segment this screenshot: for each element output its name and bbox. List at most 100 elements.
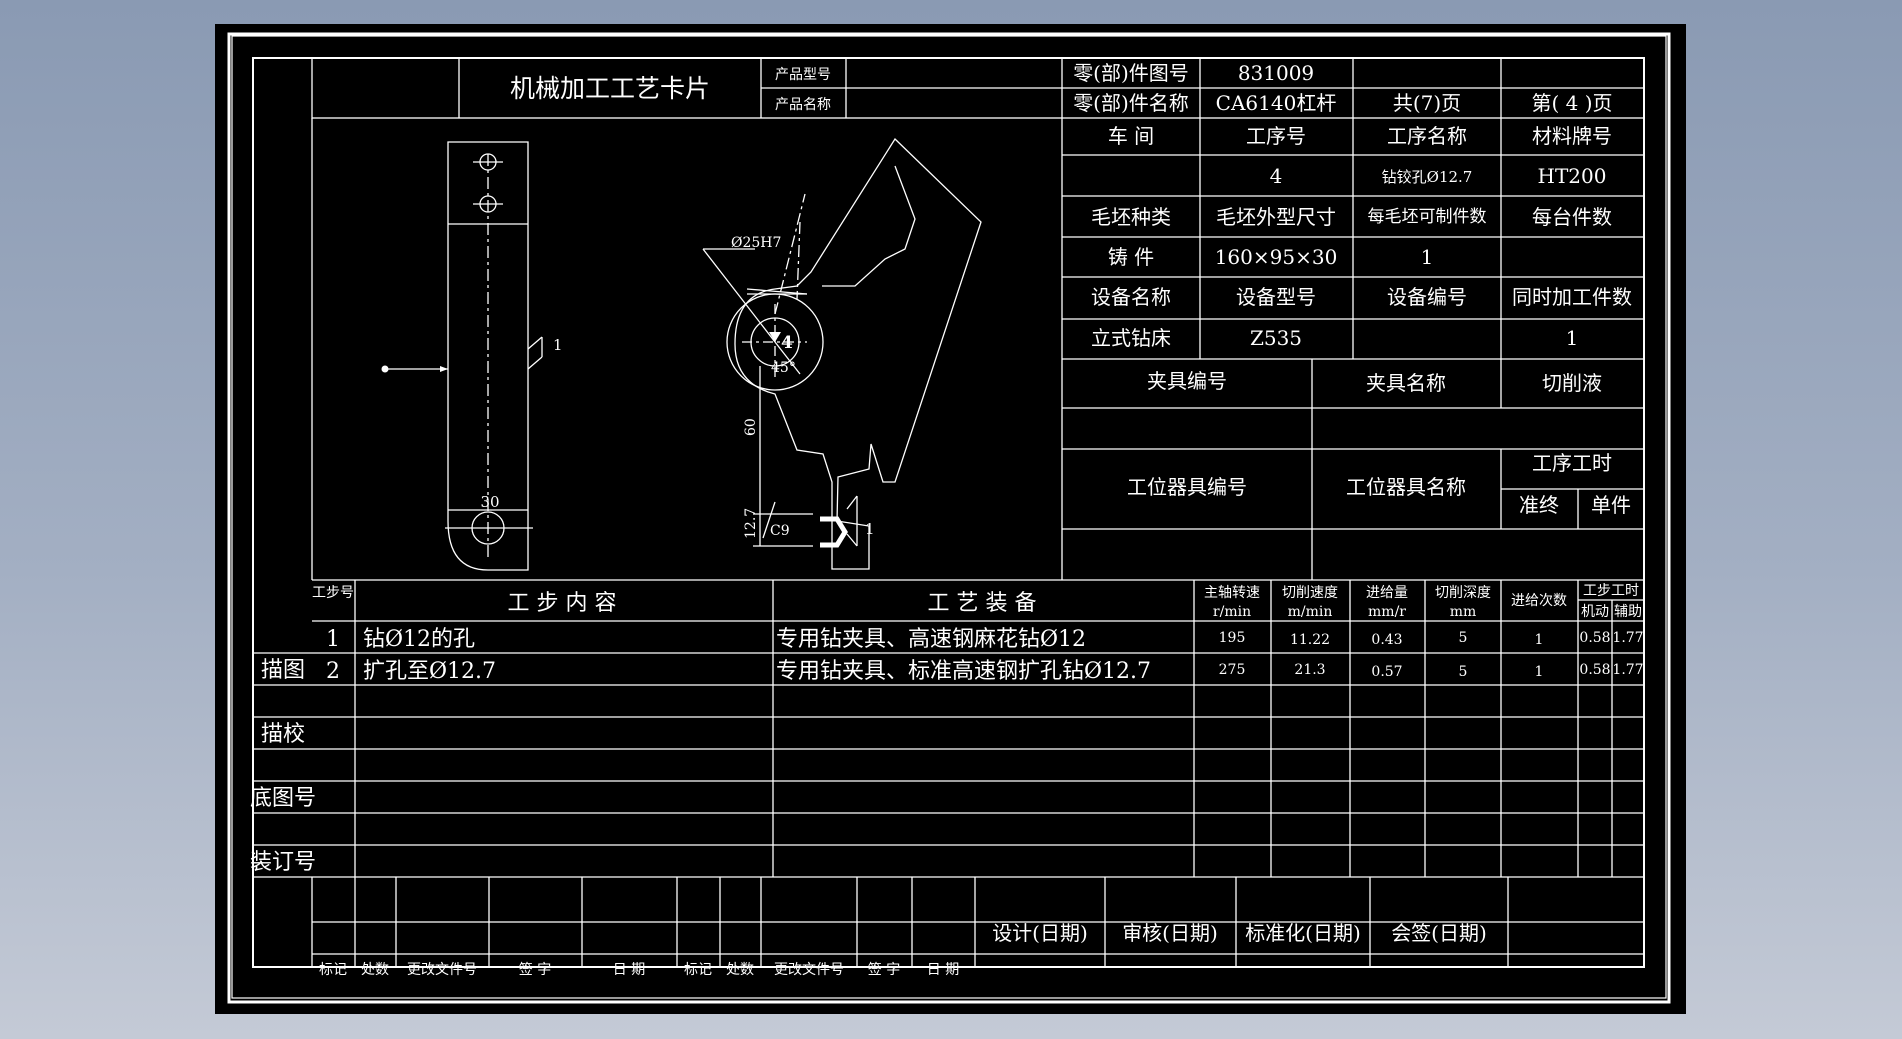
table-row: 2 扩孔至Ø12.7 专用钻夹具、标准高速钢扩孔钻Ø12.7 275 21.3 …	[326, 659, 1644, 684]
op-name: 钻铰孔Ø12.7	[1382, 168, 1473, 186]
dim-12-7: 12.7	[743, 508, 759, 539]
blank-size: 160×95×30	[1215, 245, 1338, 269]
signoff-change-doc-2: 更改文件号	[774, 962, 844, 978]
row-aux-time: 1.77	[1612, 662, 1643, 678]
simul-label: 同时加工件数	[1512, 285, 1632, 309]
product-name-label: 产品名称	[775, 97, 831, 113]
hdr-cut-speed: 切削速度	[1282, 585, 1338, 601]
hdr-machine-time: 机动	[1581, 604, 1609, 620]
row-speed: 195	[1219, 630, 1246, 646]
hdr-spindle-speed: 主轴转速	[1204, 585, 1260, 601]
card-title: 机械加工工艺卡片	[510, 74, 710, 103]
row-speed: 275	[1219, 662, 1246, 678]
op-no-label: 工序号	[1246, 124, 1306, 148]
fixture-name-label: 夹具名称	[1366, 371, 1446, 395]
row-depth: 5	[1459, 664, 1468, 680]
row-aux-time: 1.77	[1612, 630, 1643, 646]
hdr-equipment: 工 艺 装 备	[928, 591, 1037, 616]
signoff-places-1: 处数	[361, 962, 389, 978]
simul: 1	[1566, 326, 1579, 350]
part-name: CA6140杠杆	[1216, 91, 1337, 115]
per-blank-label: 每毛坯可制件数	[1368, 207, 1487, 227]
hdr-step-time: 工步工时	[1583, 583, 1639, 599]
hdr-spindle-unit: r/min	[1213, 604, 1251, 620]
side-label-binding-no: 装订号	[250, 850, 316, 875]
row-cut-speed: 11.22	[1290, 632, 1330, 648]
product-model-label: 产品型号	[775, 67, 831, 83]
side-label-check: 描校	[261, 722, 305, 747]
signoff-places-2: 处数	[726, 962, 754, 978]
grid-lines	[253, 57, 1645, 967]
center-arrow	[769, 332, 781, 342]
per-unit-label: 每台件数	[1532, 205, 1612, 229]
hdr-feed: 进给量	[1366, 585, 1408, 601]
signoff-review: 审核(日期)	[1122, 921, 1218, 945]
roughness-2: 1	[865, 520, 875, 538]
hdr-step-no: 工步号	[312, 585, 354, 601]
coolant-label: 切削液	[1542, 371, 1602, 395]
row-content: 钻Ø12的孔	[363, 627, 475, 652]
row-feed: 0.43	[1371, 632, 1402, 648]
signoff-design: 设计(日期)	[992, 921, 1088, 945]
hdr-cut-speed-unit: m/min	[1288, 604, 1333, 620]
signoff-standard: 标准化(日期)	[1245, 921, 1361, 945]
row-machine-time: 0.58	[1579, 662, 1610, 678]
op-no: 4	[1270, 164, 1283, 188]
signoff-signature-2: 签 字	[868, 961, 900, 978]
cad-viewport[interactable]: 机械加工工艺卡片 产品型号 产品名称 零(部)件图号 831009 零(部)件名…	[215, 24, 1686, 1014]
row-passes: 1	[1535, 632, 1544, 648]
locating-point	[381, 365, 389, 373]
side-label-base-no: 底图号	[250, 786, 316, 811]
row-depth: 5	[1459, 630, 1468, 646]
outer-border	[227, 32, 1671, 1004]
outer-border-inner	[231, 35, 1667, 999]
side-label-trace: 描图	[261, 658, 305, 683]
op-time-label: 工序工时	[1532, 451, 1612, 475]
row-cut-speed: 21.3	[1294, 662, 1325, 678]
row-step-no: 1	[326, 627, 340, 652]
total-pages: 共(7)页	[1393, 91, 1461, 115]
arrow-mark	[440, 366, 448, 372]
signoff-signature-1: 签 字	[519, 961, 551, 978]
dim-width: 30	[480, 493, 499, 511]
prep-time-label: 准终	[1519, 493, 1559, 517]
part-front-view	[702, 137, 982, 570]
equip-name-label: 设备名称	[1091, 285, 1171, 309]
process-card-drawing: 机械加工工艺卡片 产品型号 产品名称 零(部)件图号 831009 零(部)件名…	[227, 32, 1671, 1004]
signoff-date-2: 日 期	[927, 962, 959, 978]
row-machine-time: 0.58	[1579, 630, 1610, 646]
row-step-no: 2	[326, 659, 340, 684]
part-name-label: 零(部)件名称	[1073, 91, 1189, 115]
row-equipment: 专用钻夹具、标准高速钢扩孔钻Ø12.7	[776, 659, 1151, 684]
equip-name: 立式钻床	[1091, 326, 1171, 350]
per-blank: 1	[1421, 245, 1434, 269]
signoff-change-doc-1: 更改文件号	[407, 962, 477, 978]
workshop-label: 车 间	[1108, 124, 1154, 148]
row-content: 扩孔至Ø12.7	[363, 659, 496, 684]
equip-no-label: 设备编号	[1387, 285, 1467, 309]
signoff-mark-1: 标记	[319, 962, 347, 978]
hdr-depth-unit: mm	[1450, 604, 1477, 620]
roughness-1: 1	[553, 336, 563, 354]
station-tool-name-label: 工位器具名称	[1346, 475, 1466, 499]
material-label: 材料牌号	[1532, 124, 1612, 148]
dim-60: 60	[743, 418, 759, 436]
row-feed: 0.57	[1371, 664, 1402, 680]
material: HT200	[1538, 164, 1607, 188]
blank-type: 铸 件	[1108, 245, 1154, 269]
angle-45: 45°	[771, 360, 796, 376]
row-passes: 1	[1535, 664, 1544, 680]
hdr-aux-time: 辅助	[1614, 604, 1642, 620]
blank-type-label: 毛坯种类	[1091, 205, 1171, 229]
dim-c9: C9	[770, 523, 790, 539]
part-side-view	[385, 141, 543, 571]
station-tool-no-label: 工位器具编号	[1127, 475, 1247, 499]
hdr-content: 工 步 内 容	[508, 591, 617, 616]
blank-size-label: 毛坯外型尺寸	[1216, 205, 1336, 229]
part-drawing-no-label: 零(部)件图号	[1073, 61, 1189, 85]
dim-bore: Ø25H7	[731, 235, 781, 251]
countersink-mark	[820, 516, 848, 548]
hdr-feed-unit: mm/r	[1368, 604, 1406, 620]
signoff-mark-2: 标记	[684, 962, 712, 978]
inner-border	[252, 57, 1645, 968]
